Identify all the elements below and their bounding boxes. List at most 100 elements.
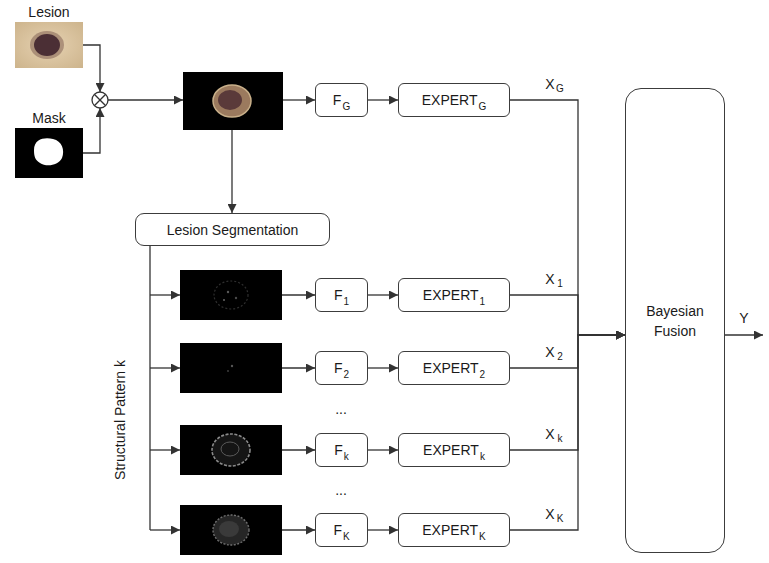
branch-line: [150, 367, 180, 368]
flow-line: [282, 367, 315, 368]
connector: [510, 100, 625, 335]
box-text: EXPERT1: [423, 285, 485, 304]
feature-box: FG: [315, 83, 368, 117]
box-label: F: [334, 360, 343, 376]
connector: [368, 99, 398, 100]
flow-line: [282, 294, 315, 295]
masked-lesion-image: [183, 72, 283, 130]
connector: [368, 449, 398, 450]
box-text: EXPERTG: [422, 90, 487, 109]
text-label: X: [545, 426, 554, 442]
pattern-image: [180, 270, 282, 320]
box-text: EXPERTK: [422, 520, 485, 539]
pattern-outline: [221, 442, 239, 456]
text-label: Y: [739, 310, 748, 326]
flow-line: [282, 529, 315, 530]
expert-box: EXPERTG: [398, 83, 510, 117]
branch-line: [150, 449, 180, 450]
box-text: Bayesian Fusion: [635, 301, 715, 339]
subscript: G: [556, 83, 564, 95]
box-label: F: [334, 442, 343, 458]
box-label: F: [333, 522, 342, 538]
box-text: FK: [333, 520, 349, 539]
text-label: X: [545, 506, 554, 522]
flow-line: [283, 99, 315, 100]
multiply-cross: [94, 94, 105, 105]
box-label: EXPERT: [423, 287, 479, 303]
box-text: EXPERT2: [423, 358, 485, 377]
box-text: Fk: [334, 440, 349, 459]
text-label: Mask: [32, 110, 65, 126]
pattern-core: [219, 521, 239, 537]
subscript: k: [344, 451, 349, 462]
text-label: Lesion: [28, 4, 69, 20]
pattern-outline: [212, 434, 250, 466]
segmentation-box: Lesion Segmentation: [135, 213, 330, 246]
feature-box: F1: [315, 278, 368, 312]
text-label: X: [545, 344, 554, 360]
multiply-symbol: [92, 92, 108, 108]
subscript: 1: [557, 278, 563, 290]
subscript: G: [478, 101, 486, 112]
box-label: F: [333, 92, 342, 108]
multiply-cross: [94, 94, 105, 105]
box-text: FG: [333, 90, 350, 109]
input-line: [83, 45, 100, 92]
pattern-speck: [235, 297, 237, 299]
pattern-image: [180, 425, 282, 475]
connector: [368, 294, 398, 295]
connector: [510, 335, 625, 368]
branch-line: [149, 246, 150, 530]
feature-box: FK: [315, 513, 368, 547]
box-label: EXPERT: [422, 522, 478, 538]
connector: [510, 335, 625, 450]
pattern-outline: [213, 515, 249, 545]
box-label: F: [334, 287, 343, 303]
mask-blob: [34, 138, 63, 165]
box-label: EXPERT: [422, 92, 478, 108]
subscript: 2: [480, 369, 486, 380]
subscript: 1: [344, 296, 350, 307]
subscript: 2: [344, 369, 350, 380]
subscript: 1: [480, 296, 486, 307]
box-label: EXPERT: [423, 442, 479, 458]
input-line: [83, 108, 100, 153]
subscript: k: [558, 433, 563, 445]
branch-line: [150, 529, 180, 530]
text-label: X: [545, 271, 554, 287]
lesion-halo: [30, 31, 64, 59]
lesion-photo: [15, 22, 83, 68]
pattern-speck: [227, 370, 229, 372]
subscript: 2: [557, 351, 563, 363]
subscript: k: [480, 451, 485, 462]
flow-line: [231, 130, 232, 213]
branch-line: [150, 294, 180, 295]
box-label: Lesion Segmentation: [167, 222, 299, 238]
box-text: Lesion Segmentation: [167, 220, 299, 239]
subscript: K: [557, 513, 564, 525]
text-label: X: [545, 76, 554, 92]
subscript: G: [342, 101, 350, 112]
box-text: F2: [334, 358, 349, 377]
connector: [510, 335, 625, 530]
mask-image: [15, 128, 83, 178]
masked-lesion-core: [218, 90, 242, 110]
box-text: F1: [334, 285, 349, 304]
box-label: EXPERT: [423, 360, 479, 376]
feature-box: F2: [315, 351, 368, 385]
pattern-speck: [227, 291, 229, 293]
text-label: ...: [335, 401, 347, 417]
connector: [368, 367, 398, 368]
box-label: Bayesian Fusion: [646, 303, 704, 338]
flow-line: [282, 449, 315, 450]
expert-box: EXPERTK: [398, 513, 510, 547]
masked-lesion-blob: [213, 85, 251, 117]
pattern-image: [180, 343, 282, 393]
pattern-image: [180, 505, 282, 555]
subscript: K: [343, 531, 350, 542]
feature-box: Fk: [315, 433, 368, 467]
lesion-blob: [34, 34, 60, 56]
subscript: K: [479, 531, 486, 542]
output-arrow: [725, 334, 763, 335]
